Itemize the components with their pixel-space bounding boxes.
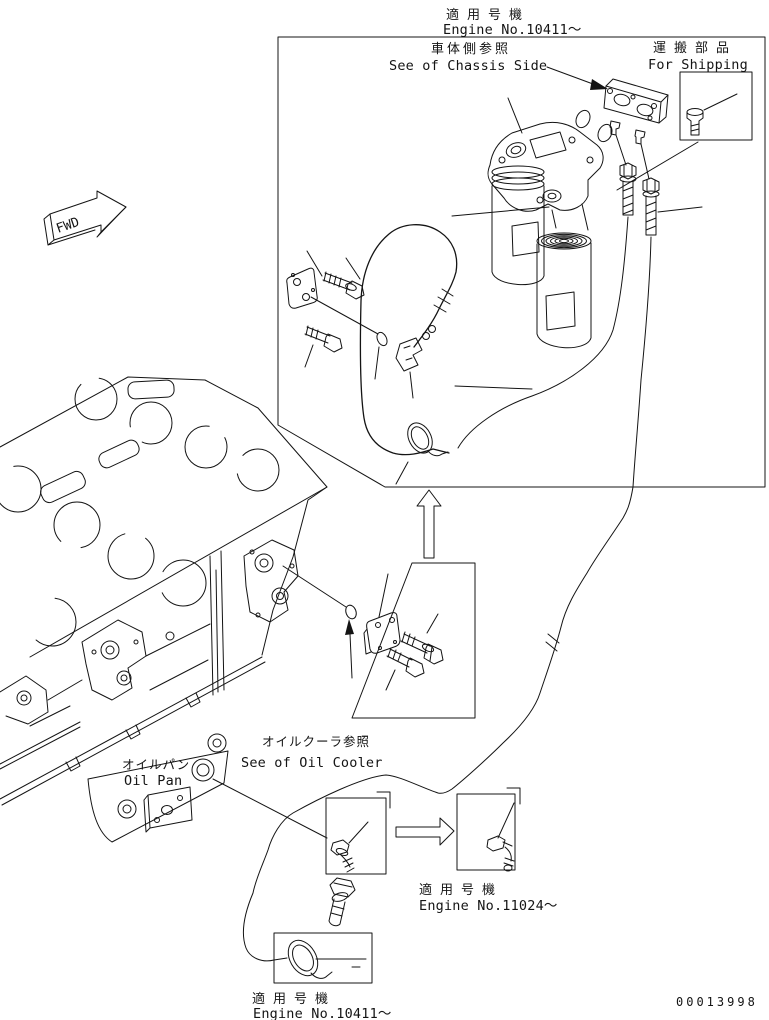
clamp-box-border (273, 932, 373, 984)
top-applicable-label: 適用号機 Engine No.10411～ (443, 7, 582, 38)
detail-box-border (277, 36, 766, 488)
mid-applicable-label: 適用号機 Engine No.11024～ (419, 882, 558, 914)
oil-cooler-reference: オイルクーラ参照 See of Oil Cooler (241, 565, 383, 771)
chassis-detail-box: 車体側参照 See of Chassis Side 運搬部品 For Shipp… (277, 36, 766, 488)
cooler-leader-arrowhead-icon (345, 619, 354, 635)
shipping-box-border (679, 71, 753, 141)
o-ring-2 (597, 123, 613, 143)
flange-block (603, 78, 669, 180)
bottom-label-en: Engine No.10411～ (253, 1006, 392, 1020)
fitting-box-new (456, 787, 521, 872)
bottom-applicable-label: 適用号機 Engine No.10411～ (252, 991, 392, 1020)
flange-plug-right (634, 129, 646, 145)
hose-clamp-bottom (287, 939, 333, 979)
mid-label-en: Engine No.11024～ (419, 898, 558, 914)
hose-loop (359, 224, 458, 485)
oil-cooler-label-jp: オイルクーラ参照 (262, 734, 370, 749)
top-label-en: Engine No.10411～ (443, 22, 582, 38)
cover-bolt-1 (400, 631, 444, 665)
fwd-arrow-label: FWD (54, 215, 81, 237)
chassis-leader-arrowhead-icon (590, 79, 608, 90)
cover-box-border (351, 562, 476, 719)
fitting-box-old-border (325, 797, 387, 875)
oil-line-to-clamp (457, 216, 629, 449)
oil-filter-head (487, 121, 604, 231)
chassis-label-jp: 車体側参照 (431, 41, 511, 57)
shipping-label-jp: 運搬部品 (653, 41, 737, 56)
fwd-arrow-icon: FWD (43, 190, 127, 246)
cover-plate-box (351, 562, 476, 719)
hose-clamp (407, 422, 449, 457)
oil-filter-cartridge-left (491, 165, 545, 286)
cooler-plug-part (345, 604, 357, 620)
pan-plate (143, 786, 193, 833)
top-label-jp: 適用号機 (446, 7, 530, 23)
document-number: 00013998 (676, 995, 758, 1009)
long-bolt-left (619, 162, 637, 216)
elbow-fitting-old (330, 839, 355, 873)
up-arrow-icon (416, 489, 442, 559)
elbow-fitting (395, 325, 436, 372)
mid-label-jp: 適用号機 (419, 882, 503, 898)
bottom-label-jp: 適用号機 (252, 991, 336, 1007)
cover-bolt-2 (386, 647, 425, 678)
filter-leader-right (454, 385, 533, 390)
o-ring-1 (575, 109, 591, 129)
chassis-label-en: See of Chassis Side (389, 58, 547, 74)
bracket-plate-assembly (286, 250, 388, 380)
filter-leader-left (451, 206, 550, 217)
pin-part (376, 331, 388, 347)
shipping-box-pointer-line (616, 141, 699, 191)
drain-plug-leader (212, 778, 328, 839)
oil-pan-label-jp: オイルパン (122, 757, 190, 772)
bolt-leader-line (657, 206, 703, 213)
cylinder-bores-bank-b (0, 465, 207, 647)
oil-pan (87, 733, 229, 843)
right-arrow-icon (395, 817, 455, 846)
oil-filter-cartridge-right (536, 232, 592, 349)
clamp-box (273, 932, 373, 984)
oil-cooler-label-en: See of Oil Cooler (241, 755, 383, 771)
cover-plate (363, 612, 401, 655)
filter-head-leader (507, 97, 523, 134)
elbow-fitting-new (486, 835, 515, 872)
plate-bolt-2 (304, 325, 343, 353)
fitting-box-new-border (456, 793, 516, 871)
hose-crimp-fitting (433, 288, 454, 313)
drain-plug (191, 758, 215, 782)
engine-side-detail (0, 539, 299, 772)
plate-pin-leader (310, 296, 379, 335)
long-bolt-right (642, 177, 660, 236)
oil-pan-label-en: Oil Pan (124, 773, 182, 789)
shipping-part-box (616, 71, 753, 191)
chassis-leader-line (546, 66, 594, 85)
hose-break-symbol (545, 633, 560, 652)
shipping-label-en: For Shipping (648, 57, 748, 73)
shipping-plug-leader (703, 93, 738, 111)
drain-plug-bolt (328, 877, 356, 927)
fitting-box-old (325, 791, 391, 875)
shipping-plug-bolt (686, 108, 704, 136)
oil-line-long (242, 236, 652, 962)
engine-block: オイルパン Oil Pan (0, 376, 328, 843)
cylinder-bores-bank-a (74, 377, 280, 492)
